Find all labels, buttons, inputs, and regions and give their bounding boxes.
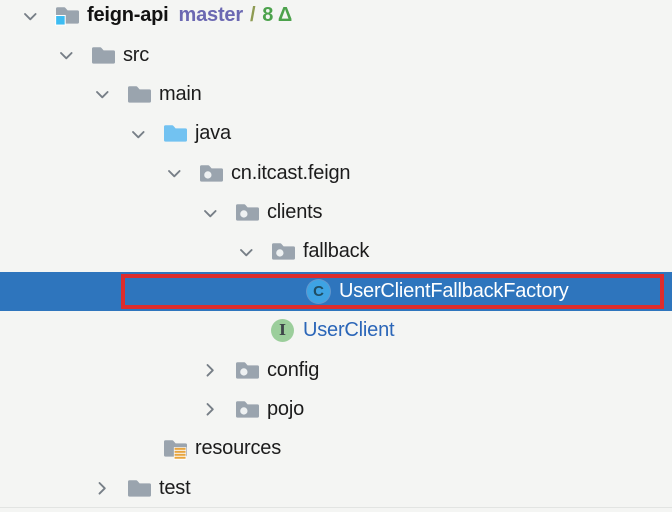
chevron-down-icon[interactable]: [21, 0, 55, 35]
chevron-down-icon[interactable]: [129, 114, 163, 153]
chevron-spacer: [129, 429, 163, 468]
chevron-spacer: [237, 311, 271, 350]
package-folder-icon: [271, 232, 296, 271]
folder-icon: [91, 35, 116, 74]
interface-icon: I: [271, 311, 296, 350]
git-branch-badge: master: [178, 4, 244, 27]
project-folder-icon: [55, 0, 80, 35]
tree-row-resources[interactable]: resources: [0, 429, 672, 468]
package-folder-icon: [235, 390, 260, 429]
chevron-down-icon[interactable]: [165, 154, 199, 193]
tree-item-label: feign-api: [87, 4, 169, 27]
chevron-down-icon[interactable]: [93, 75, 127, 114]
folder-icon: [127, 469, 152, 508]
tree-row-fallback[interactable]: fallback: [0, 232, 672, 271]
tree-item-label: test: [159, 476, 191, 499]
tree-item-label: clients: [267, 201, 323, 224]
panel-bottom-divider: [0, 507, 672, 508]
source-root-folder-icon: [163, 114, 188, 153]
tree-row-java[interactable]: java: [0, 114, 672, 153]
folder-icon: [127, 75, 152, 114]
chevron-right-icon[interactable]: [93, 469, 127, 508]
git-branch-badge: 8 Δ: [262, 4, 293, 27]
tree-row-clients[interactable]: clients: [0, 193, 672, 232]
chevron-right-icon[interactable]: [201, 350, 235, 389]
tree-item-label: UserClient: [303, 319, 395, 342]
chevron-spacer: [273, 272, 307, 311]
package-folder-icon: [199, 154, 224, 193]
package-folder-icon: [235, 193, 260, 232]
chevron-down-icon[interactable]: [237, 232, 271, 271]
chevron-right-icon[interactable]: [201, 390, 235, 429]
resources-folder-icon: [163, 429, 188, 468]
tree-item-label: java: [195, 122, 231, 145]
git-branch-badge: /: [249, 4, 256, 27]
tree-row-cn-itcast-feign[interactable]: cn.itcast.feign: [0, 154, 672, 193]
tree-item-label: config: [267, 358, 320, 381]
tree-item-label: src: [123, 43, 150, 66]
tree-row-config[interactable]: config: [0, 350, 672, 389]
tree-row-user-client-fallback-factory[interactable]: C UserClientFallbackFactory: [0, 271, 672, 311]
class-icon: C: [307, 272, 332, 311]
tree-item-label: resources: [195, 437, 282, 460]
tree-item-label: main: [159, 82, 202, 105]
tree-item-label: pojo: [267, 397, 305, 420]
chevron-down-icon[interactable]: [57, 35, 91, 74]
tree-row-src[interactable]: src: [0, 35, 672, 74]
tree-item-label: fallback: [303, 240, 370, 263]
tree-row-test[interactable]: test: [0, 469, 672, 508]
tree-row-user-client[interactable]: I UserClient: [0, 311, 672, 350]
tree-row-pojo[interactable]: pojo: [0, 390, 672, 429]
tree-row-feign-api[interactable]: feign-api master/ 8 Δ: [0, 0, 672, 35]
tree-row-main[interactable]: main: [0, 75, 672, 114]
chevron-down-icon[interactable]: [201, 193, 235, 232]
package-folder-icon: [235, 350, 260, 389]
tree-item-label: cn.itcast.feign: [231, 161, 351, 184]
tree-item-label: UserClientFallbackFactory: [339, 279, 569, 302]
